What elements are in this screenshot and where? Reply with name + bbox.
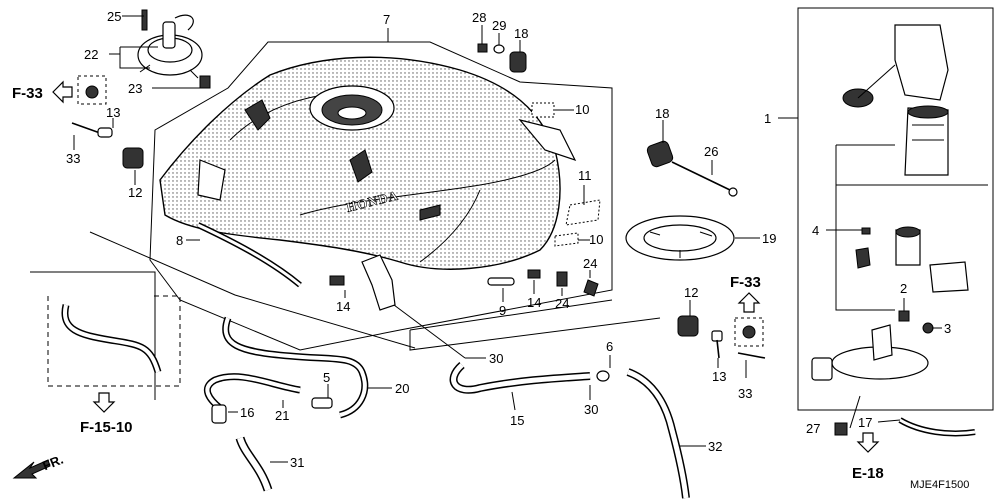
label-10-lower: 10 [589, 232, 603, 247]
label-26: 26 [704, 144, 718, 159]
f33-grommet-right [734, 317, 764, 347]
f33-right-ref: F-33 [730, 274, 761, 313]
label-8: 8 [176, 233, 183, 248]
front-direction-label: FR. [40, 452, 65, 474]
label-24-upper: 24 [583, 256, 597, 271]
label-25: 25 [107, 9, 121, 24]
label-12-left: 12 [128, 185, 142, 200]
bolt-13-collar-12-right [677, 315, 766, 359]
f33-left-ref: F-33 [12, 80, 73, 104]
part-9 [487, 277, 515, 286]
label-13-left: 13 [106, 105, 120, 120]
label-32: 32 [708, 439, 722, 454]
lower-hose-boundary [409, 299, 661, 351]
tank-bracket [361, 254, 396, 311]
f33-grommet-left [77, 75, 107, 105]
fuel-cap-assembly [137, 9, 211, 89]
label-5: 5 [323, 370, 330, 385]
leader-lines [73, 15, 942, 463]
gasket-19 [625, 215, 735, 261]
bolt-26-and-rubber-18 [646, 140, 738, 197]
label-6: 6 [606, 339, 613, 354]
part-14-right [527, 269, 541, 279]
label-14-right: 14 [527, 295, 541, 310]
f33-right-label: F-33 [730, 274, 761, 291]
label-12-right: 12 [684, 285, 698, 300]
e18-ref: E-18 [852, 432, 884, 482]
label-30-left: 30 [489, 351, 503, 366]
label-33-right: 33 [738, 386, 752, 401]
label-21: 21 [275, 408, 289, 423]
part-24-lower [556, 271, 568, 287]
label-20: 20 [395, 381, 409, 396]
hose-21 [203, 373, 301, 411]
label-27: 27 [806, 421, 820, 436]
label-22: 22 [84, 47, 98, 62]
part-labels: 7 25 22 23 28 29 18 10 11 10 19 18 26 13… [66, 9, 951, 470]
part-14-left [329, 275, 345, 286]
label-9: 9 [499, 303, 506, 318]
label-14-left: 14 [336, 299, 350, 314]
label-13-right: 13 [712, 369, 726, 384]
label-31: 31 [290, 455, 304, 470]
label-33-left: 33 [66, 151, 80, 166]
label-29: 29 [492, 18, 506, 33]
part-24-upper [583, 279, 599, 297]
f1510-box [47, 295, 181, 387]
label-10-upper: 10 [575, 102, 589, 117]
f33-left-label: F-33 [12, 85, 43, 102]
clamp-6 [596, 370, 610, 382]
label-30-right: 30 [584, 402, 598, 417]
label-4: 4 [812, 223, 819, 238]
fuel-pump-box [797, 7, 994, 437]
label-16: 16 [240, 405, 254, 420]
label-18-top: 18 [514, 26, 528, 41]
label-28: 28 [472, 10, 486, 25]
joint-5 [311, 397, 333, 409]
joint-16 [211, 404, 227, 424]
label-2: 2 [900, 281, 907, 296]
f1510-label: F-15-10 [80, 419, 133, 436]
label-11: 11 [578, 168, 592, 183]
sticker-11 [565, 199, 601, 226]
grommet-parts-top [477, 43, 527, 73]
bolt-13-collar-12-left [71, 122, 144, 169]
label-7: 7 [383, 12, 390, 27]
sticker-10-upper [531, 102, 555, 118]
label-18-right: 18 [655, 106, 669, 121]
label-17: 17 [858, 415, 872, 430]
label-3: 3 [944, 321, 951, 336]
fuel-tank: HONDA [159, 56, 577, 270]
e18-label: E-18 [852, 465, 884, 482]
hose-20 [222, 316, 369, 419]
front-direction-ref: FR. [12, 452, 65, 479]
label-23: 23 [128, 81, 142, 96]
tank-group-boundary [149, 41, 613, 351]
label-19: 19 [762, 231, 776, 246]
label-1: 1 [764, 111, 771, 126]
diagram-code: MJE4F1500 [910, 479, 969, 491]
f1510-ref: F-15-10 [80, 392, 133, 436]
label-24-lower: 24 [555, 296, 569, 311]
sticker-10-lower [554, 232, 579, 247]
label-15: 15 [510, 413, 524, 428]
